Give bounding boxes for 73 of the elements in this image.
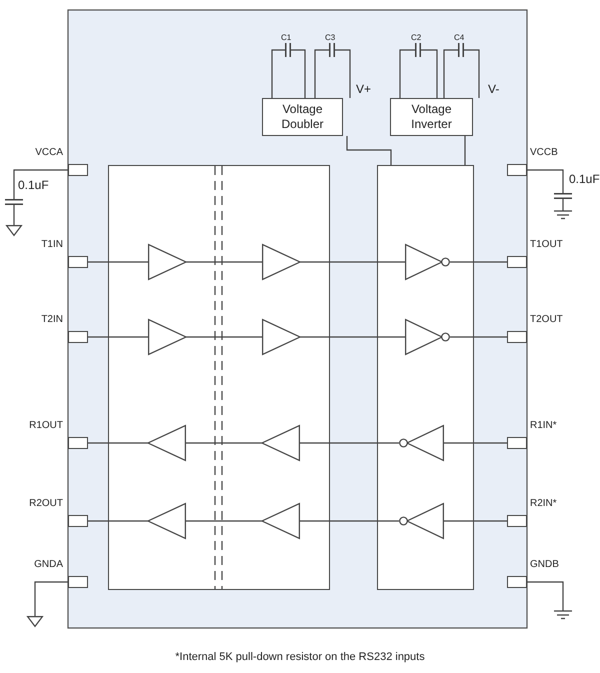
pin-label: GNDB <box>530 559 559 571</box>
inverter-symbol <box>399 503 444 539</box>
connection-line <box>13 205 15 225</box>
connection-line <box>186 442 262 444</box>
function-block: Voltage Inverter <box>390 98 473 136</box>
connection-line <box>300 520 399 522</box>
connection-line <box>300 336 405 338</box>
capacitor-label: C4 <box>454 32 464 44</box>
connection-line <box>346 136 392 165</box>
voltage-label: V- <box>488 83 500 95</box>
connection-line <box>335 49 351 98</box>
pin-label: VCCB <box>530 147 558 159</box>
ground-symbol <box>27 616 43 627</box>
connection-line <box>314 49 329 98</box>
pin-label: GNDA <box>34 559 63 571</box>
pin-label: T1OUT <box>530 239 563 251</box>
connection-line <box>186 261 262 263</box>
connection-line <box>271 49 285 98</box>
ground-symbol <box>554 610 572 619</box>
connection-line <box>300 442 399 444</box>
voltage-label: V+ <box>356 83 372 95</box>
capacitor-value: 0.1uF <box>569 173 600 185</box>
buffer-symbol <box>262 503 300 539</box>
connection-line <box>527 169 564 193</box>
connection-line <box>88 520 148 522</box>
connection-line <box>443 49 458 98</box>
connection-line <box>34 581 68 616</box>
connection-line <box>527 581 564 611</box>
capacitor-label: C3 <box>325 32 336 44</box>
connection-line <box>300 261 405 263</box>
buffer-symbol <box>148 319 186 355</box>
connection-line <box>88 442 148 444</box>
pin-label: T2OUT <box>530 314 563 326</box>
connection-line <box>450 336 507 338</box>
buffer-symbol <box>262 244 300 280</box>
footnote: *Internal 5K pull-down resistor on the RS232 inputs <box>174 651 426 663</box>
ground-symbol <box>554 210 572 219</box>
inverter-symbol <box>405 319 450 355</box>
transceiver-block <box>377 165 474 590</box>
pin-label: R1OUT <box>29 420 63 432</box>
pin-label: R1IN* <box>530 420 557 432</box>
connection-line <box>421 49 438 98</box>
connection-line <box>399 49 415 98</box>
connection-line <box>186 336 262 338</box>
inverter-symbol <box>399 425 444 461</box>
pin-label: VCCA <box>35 147 63 159</box>
connection-line <box>450 261 507 263</box>
buffer-symbol <box>148 425 186 461</box>
connection-line <box>464 136 466 165</box>
pin-label: R2IN* <box>530 498 557 510</box>
connection-line <box>186 520 262 522</box>
capacitor-label: C1 <box>281 32 292 44</box>
connection-line <box>13 169 68 199</box>
connection-line <box>562 199 564 211</box>
buffer-symbol <box>262 319 300 355</box>
connection-line <box>291 49 306 98</box>
buffer-symbol <box>148 244 186 280</box>
buffer-symbol <box>148 503 186 539</box>
connection-line <box>464 49 480 98</box>
function-block: Voltage Doubler <box>262 98 343 136</box>
buffer-symbol <box>262 425 300 461</box>
capacitor-label: C2 <box>411 32 422 44</box>
inverter-symbol <box>405 244 450 280</box>
pin-label: R2OUT <box>29 498 63 510</box>
connection-line <box>88 261 148 263</box>
ground-symbol <box>6 225 22 236</box>
pin-label: T1IN <box>41 239 63 251</box>
pin-label: T2IN <box>41 314 63 326</box>
connection-line <box>88 336 148 338</box>
isolator-block <box>108 165 330 590</box>
capacitor-value: 0.1uF <box>18 179 49 191</box>
connection-line <box>444 442 507 444</box>
connection-line <box>444 520 507 522</box>
